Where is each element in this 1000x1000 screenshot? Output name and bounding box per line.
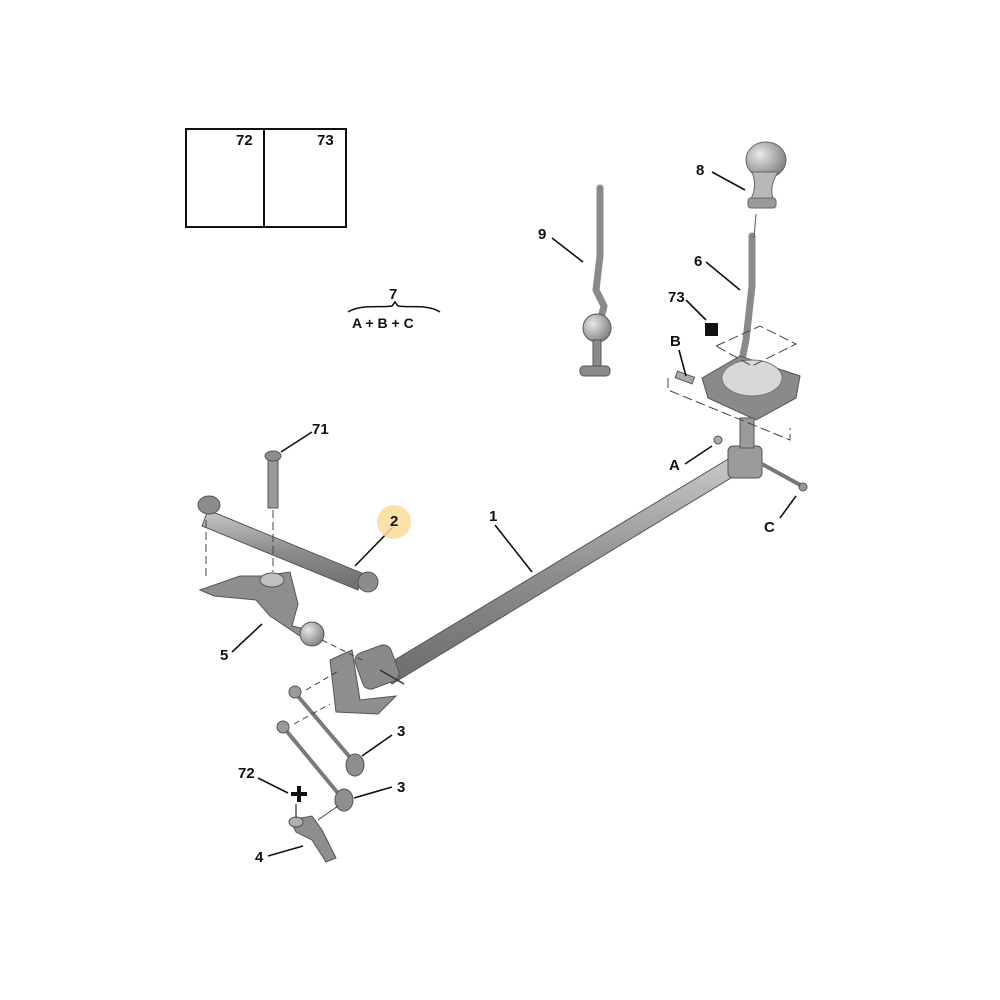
callout-72[interactable]: 72 xyxy=(238,765,255,782)
link-rod xyxy=(197,495,379,593)
callout-5[interactable]: 5 xyxy=(220,647,229,664)
plus-marker-icon xyxy=(291,786,307,802)
kit-ref-label: 7 xyxy=(389,286,398,303)
kit-box-bolt xyxy=(185,128,267,228)
callout-2[interactable]: 2 xyxy=(390,513,399,530)
gear-knob xyxy=(745,141,787,209)
kit-formula: A + B + C xyxy=(352,315,414,331)
callout-a[interactable]: A xyxy=(669,457,680,474)
callout-4[interactable]: 4 xyxy=(255,849,264,866)
callout-9[interactable]: 9 xyxy=(538,226,547,243)
callout-71[interactable]: 71 xyxy=(312,421,329,438)
bolt-c xyxy=(761,462,808,492)
callout-1[interactable]: 1 xyxy=(489,508,498,525)
callout-3-lower[interactable]: 3 xyxy=(397,779,406,796)
kit-box-nut xyxy=(263,128,347,228)
brace-icon xyxy=(347,300,441,313)
washer-a xyxy=(713,435,723,445)
shift-rod xyxy=(354,445,763,690)
kit-label-72: 72 xyxy=(236,132,253,149)
selector-lever xyxy=(579,184,612,377)
rod-bracket xyxy=(329,649,398,715)
long-bolt xyxy=(205,450,282,580)
lever-bracket xyxy=(288,804,339,863)
callout-3-upper[interactable]: 3 xyxy=(397,723,406,740)
callout-73[interactable]: 73 xyxy=(668,289,685,306)
callout-b[interactable]: B xyxy=(670,333,681,350)
callout-8[interactable]: 8 xyxy=(696,162,705,179)
pivot-bracket xyxy=(198,571,363,661)
callout-highlight xyxy=(377,505,411,539)
kit-label-73: 73 xyxy=(317,132,334,149)
bushing-rods xyxy=(276,669,365,812)
lever-housing xyxy=(701,325,801,449)
leader-lines xyxy=(231,171,797,857)
callout-c[interactable]: C xyxy=(764,519,775,536)
gear-lever xyxy=(738,213,757,364)
callout-6[interactable]: 6 xyxy=(694,253,703,270)
square-marker-icon xyxy=(705,323,718,336)
